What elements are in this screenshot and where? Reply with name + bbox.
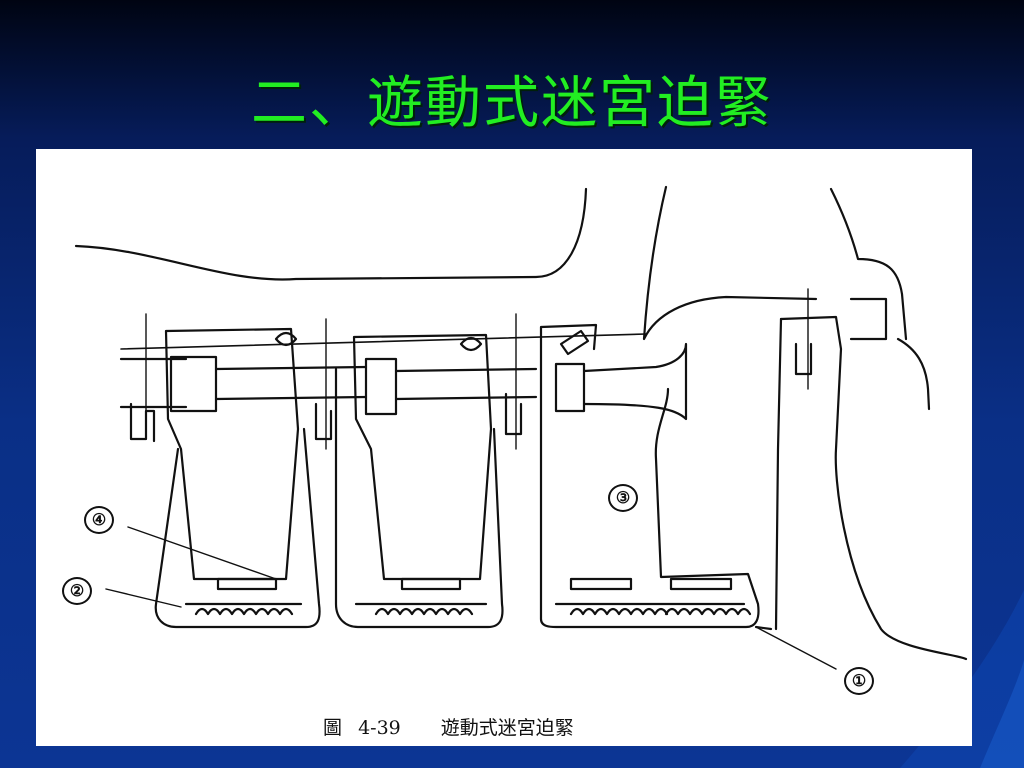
labyrinth-seal-diagram bbox=[74, 185, 968, 670]
figure-caption: 圖 4-39 遊動式迷宮迫緊 bbox=[323, 713, 743, 740]
slide-title: 二、遊動式迷宮迫緊 bbox=[251, 71, 773, 136]
figure-panel: ④ ② ③ ① 圖 4-39 遊動式迷宮迫緊 bbox=[36, 149, 972, 746]
callout-4: ④ bbox=[84, 506, 114, 534]
callout-3: ③ bbox=[608, 484, 638, 512]
caption-text: 遊動式迷宮迫緊 bbox=[440, 717, 574, 739]
callout-2: ② bbox=[62, 577, 92, 605]
caption-number: 4-39 bbox=[358, 717, 401, 739]
caption-prefix: 圖 bbox=[323, 717, 343, 739]
callout-1: ① bbox=[844, 667, 874, 695]
